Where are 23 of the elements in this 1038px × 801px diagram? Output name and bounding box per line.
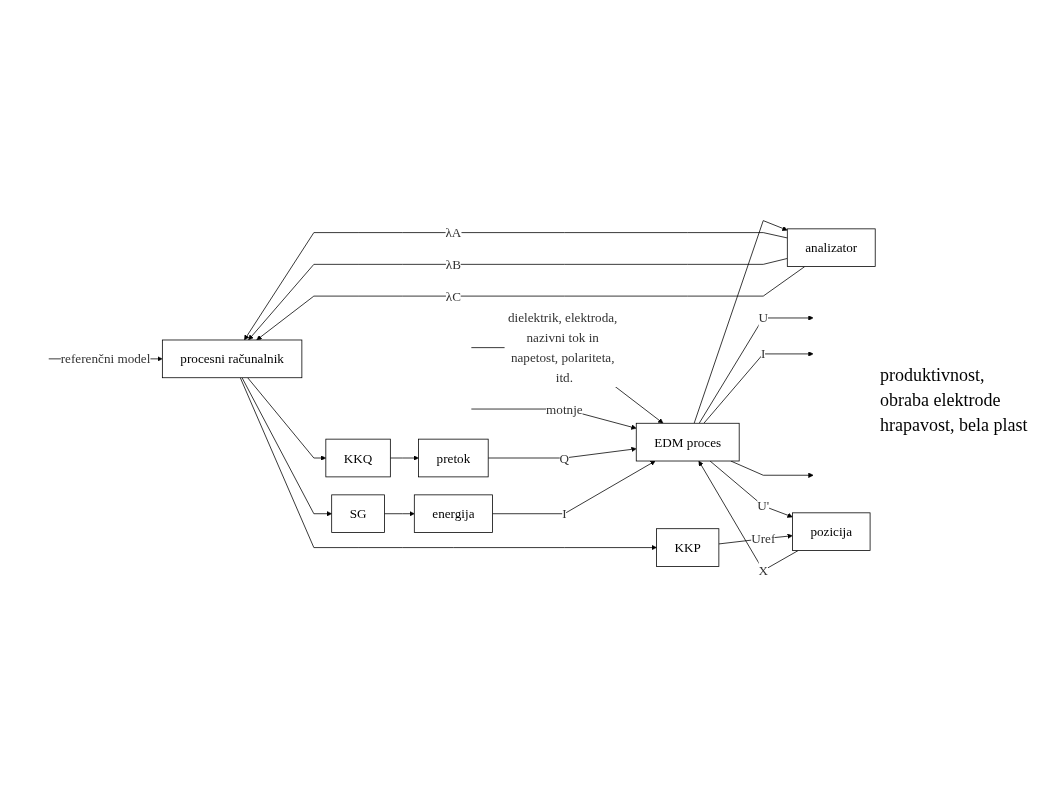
edge-label: X	[758, 563, 768, 578]
edge-label: I	[761, 346, 766, 362]
node-box: EDM proces	[635, 422, 740, 462]
node-box: procesni računalnik	[161, 339, 303, 379]
edge-label: motnje	[546, 401, 583, 417]
edge-label: λA	[445, 225, 462, 241]
node-box: KKQ	[325, 438, 391, 478]
output-note: produktivnost, obraba elektrode hrapavost, bela plast	[880, 363, 1029, 438]
node-box: KKP	[656, 528, 720, 567]
node-box: SG	[331, 494, 385, 533]
edge-label: dielektrik, elektroda, nazivni tok in napetost, polariteta, itd.	[507, 310, 618, 385]
node-box: pretok	[418, 438, 489, 478]
node-box: pozicija	[792, 512, 871, 551]
edge-label: Q	[559, 450, 570, 466]
edge-label: referenčni model	[60, 351, 151, 367]
edge-label: I	[562, 506, 567, 522]
edge-label: U'	[757, 498, 770, 514]
edge-label: Uref	[751, 531, 776, 547]
edge-label: U	[758, 310, 768, 326]
node-box: energija	[413, 494, 493, 533]
node-box: analizator	[786, 228, 876, 267]
edge-label: λB	[445, 256, 461, 272]
edge-label: λC	[445, 288, 461, 304]
